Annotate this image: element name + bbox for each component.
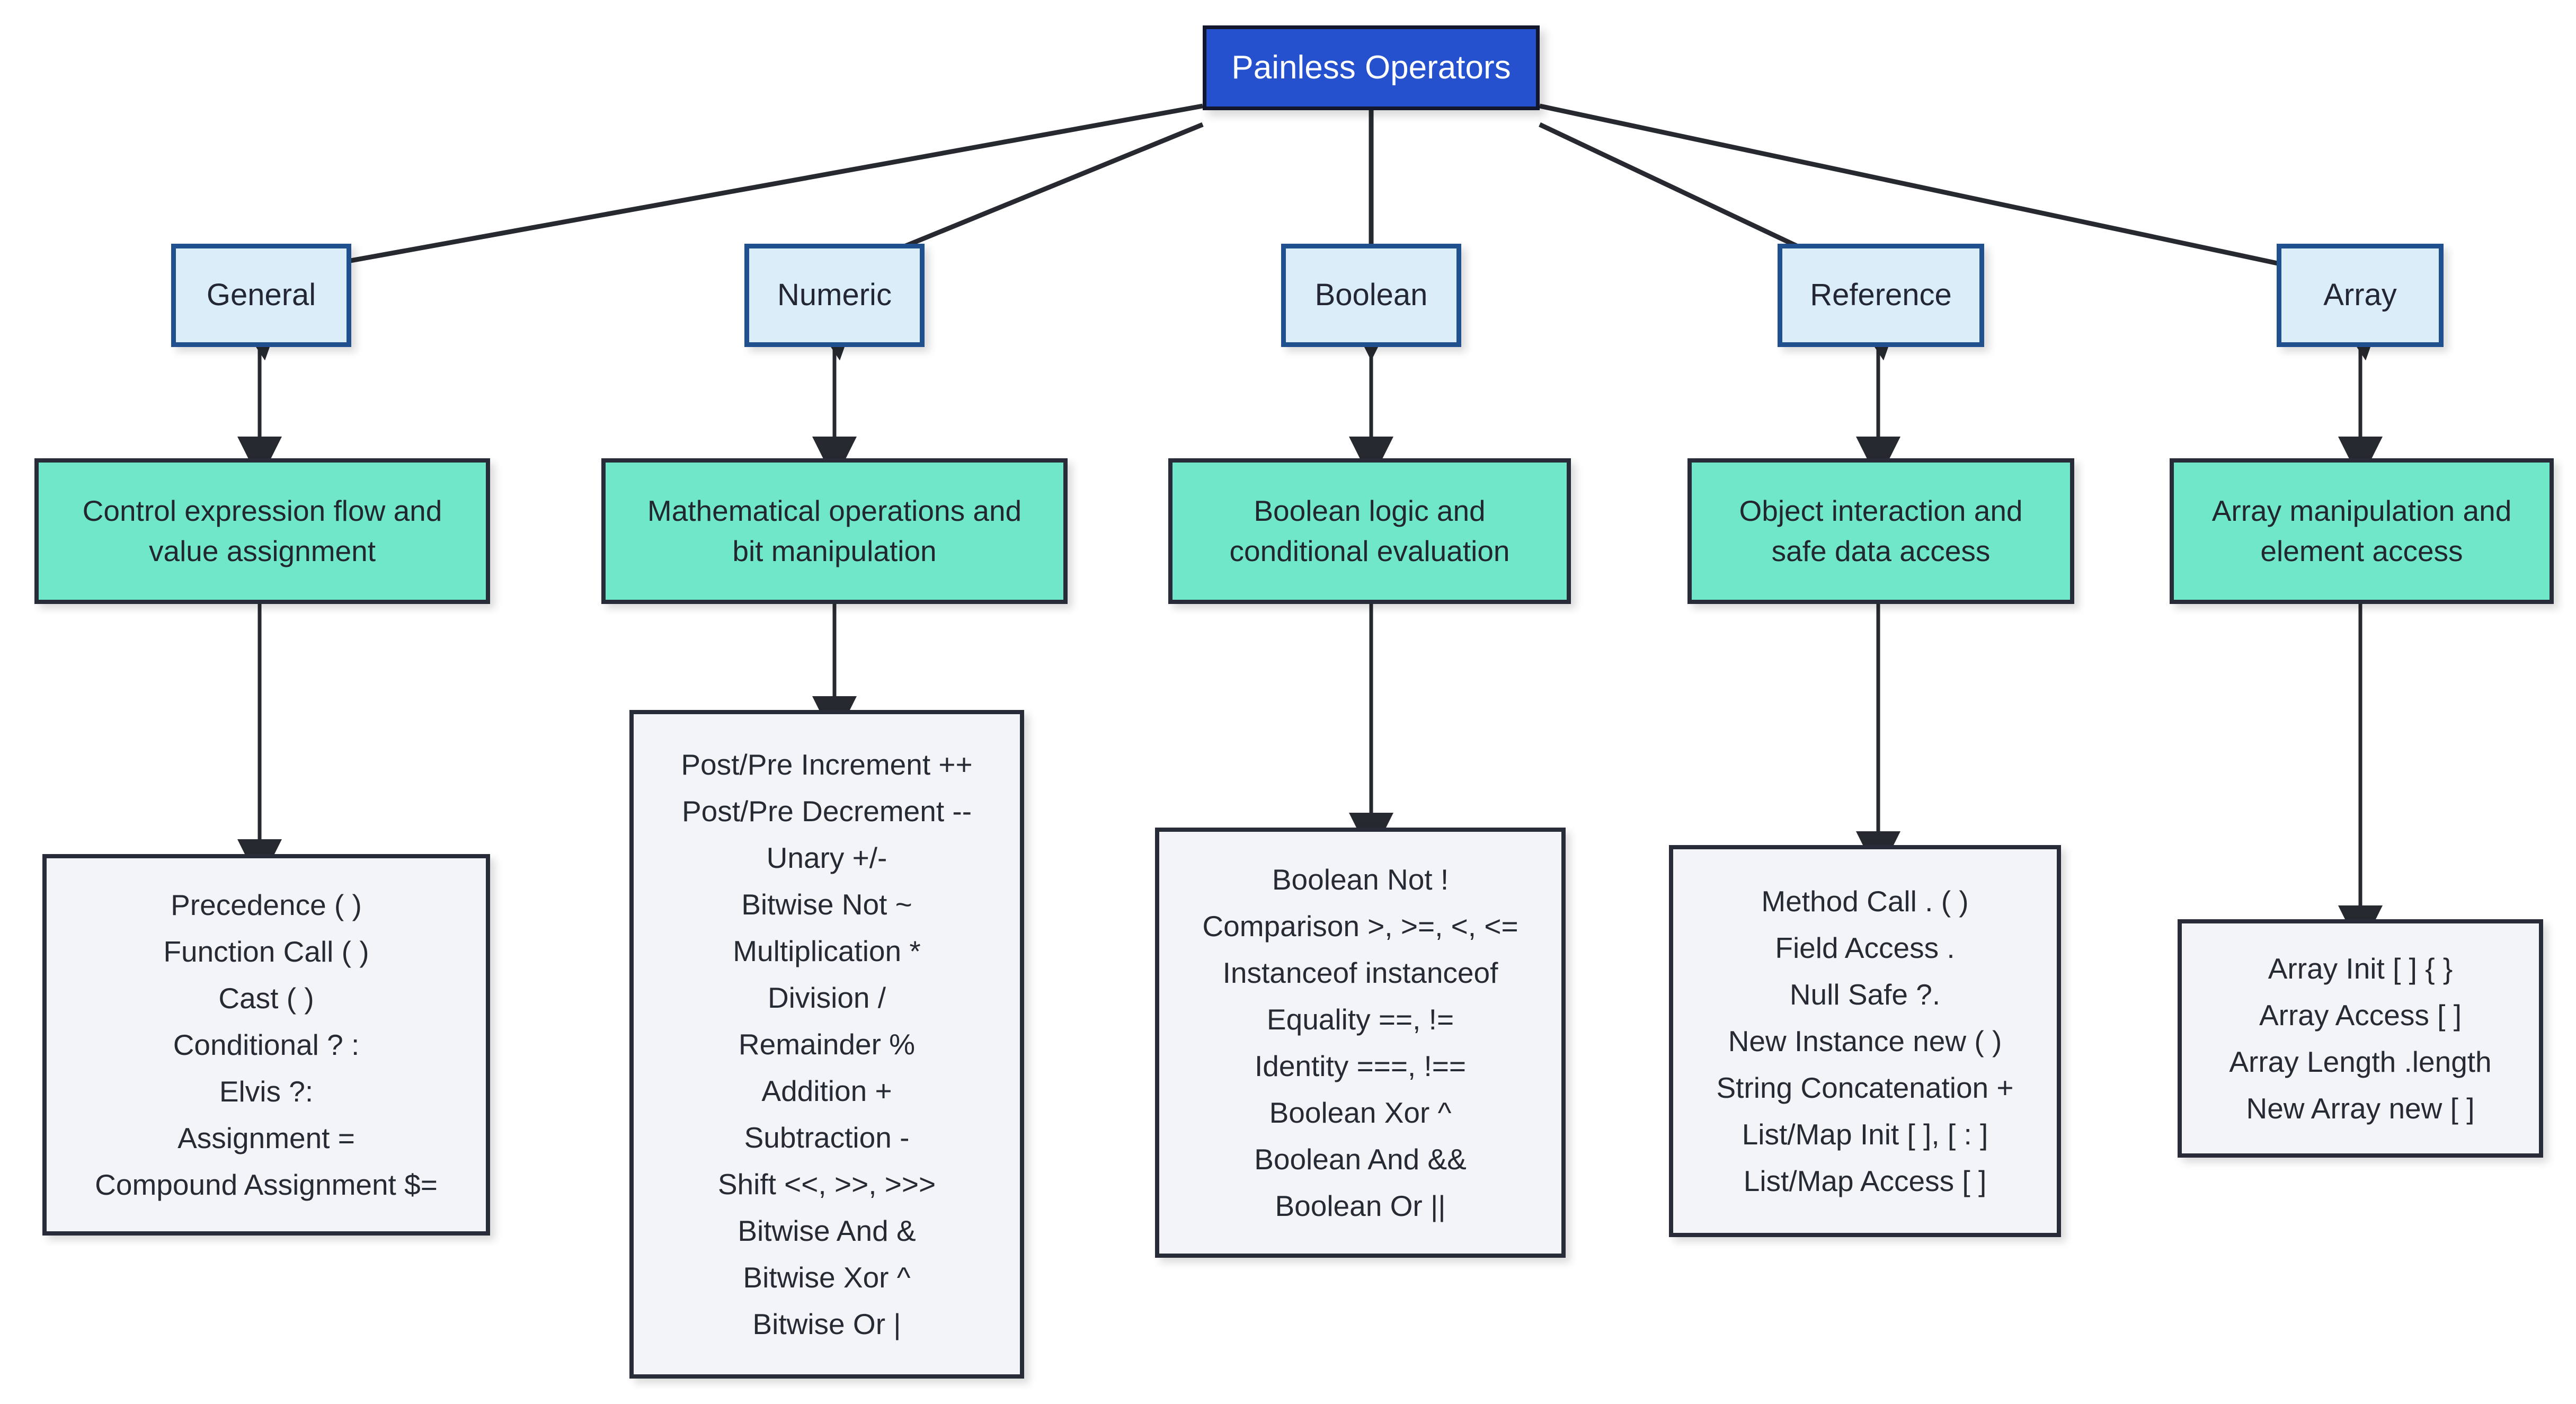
category-label-array: Array bbox=[2323, 278, 2397, 313]
operator-item: Boolean And && bbox=[1254, 1143, 1467, 1176]
operator-item: Assignment = bbox=[177, 1122, 355, 1154]
operator-item: String Concatenation + bbox=[1716, 1071, 2014, 1104]
node-operators-reference: Method Call . ( ) Field Access . Null Sa… bbox=[1669, 845, 2061, 1237]
operator-item: Elvis ?: bbox=[219, 1075, 314, 1108]
node-root[interactable]: Painless Operators bbox=[1203, 25, 1540, 110]
node-category-numeric[interactable]: Numeric bbox=[744, 244, 925, 347]
operator-item: Null Safe ?. bbox=[1789, 978, 1941, 1011]
node-description-boolean: Boolean logic and conditional evaluation bbox=[1168, 458, 1571, 604]
description-text-reference: Object interaction and safe data access bbox=[1706, 491, 2056, 572]
node-description-numeric: Mathematical operations and bit manipula… bbox=[601, 458, 1068, 604]
operator-item: Array Access [ ] bbox=[2259, 999, 2462, 1032]
operator-item: Precedence ( ) bbox=[171, 888, 362, 921]
node-description-array: Array manipulation and element access bbox=[2170, 458, 2554, 604]
operator-item: Compound Assignment $= bbox=[95, 1168, 438, 1201]
category-label-numeric: Numeric bbox=[777, 278, 892, 313]
description-line: Object interaction and bbox=[1739, 494, 2023, 527]
description-line: value assignment bbox=[148, 534, 376, 567]
node-category-reference[interactable]: Reference bbox=[1778, 244, 1984, 347]
operator-item: Post/Pre Increment ++ bbox=[681, 748, 973, 781]
operator-item: Bitwise Not ~ bbox=[741, 888, 912, 921]
operator-item: New Array new [ ] bbox=[2246, 1092, 2475, 1125]
operator-item: Field Access . bbox=[1775, 931, 1955, 964]
operator-item: Boolean Xor ^ bbox=[1269, 1096, 1452, 1129]
node-description-general: Control expression flow and value assign… bbox=[34, 458, 490, 604]
operator-item: Cast ( ) bbox=[218, 982, 314, 1015]
operator-item: Equality ==, != bbox=[1266, 1003, 1454, 1036]
operator-item: Shift <<, >>, >>> bbox=[717, 1168, 936, 1201]
operator-item: Comparison >, >=, <, <= bbox=[1202, 910, 1518, 943]
description-text-boolean: Boolean logic and conditional evaluation bbox=[1186, 491, 1553, 572]
operator-item: Bitwise And & bbox=[738, 1214, 916, 1247]
operator-item: List/Map Init [ ], [ : ] bbox=[1742, 1118, 1988, 1151]
operator-item: Identity ===, !== bbox=[1254, 1050, 1467, 1082]
operator-list-array: Array Init [ ] { } Array Access [ ] Arra… bbox=[2191, 945, 2529, 1132]
operator-item: Method Call . ( ) bbox=[1761, 885, 1969, 918]
operator-item: Instanceof instanceof bbox=[1222, 956, 1498, 989]
node-operators-boolean: Boolean Not ! Comparison >, >=, <, <= In… bbox=[1155, 828, 1566, 1258]
operator-item: Conditional ? : bbox=[173, 1028, 360, 1061]
operator-item: Bitwise Or | bbox=[752, 1308, 901, 1340]
description-text-array: Array manipulation and element access bbox=[2188, 491, 2536, 572]
operator-list-numeric: Post/Pre Increment ++ Post/Pre Decrement… bbox=[643, 741, 1010, 1347]
node-operators-array: Array Init [ ] { } Array Access [ ] Arra… bbox=[2178, 919, 2543, 1158]
node-root-label: Painless Operators bbox=[1231, 49, 1511, 86]
operator-item: Boolean Or || bbox=[1275, 1189, 1446, 1222]
operator-list-general: Precedence ( ) Function Call ( ) Cast ( … bbox=[56, 882, 476, 1208]
description-line: Array manipulation and bbox=[2211, 494, 2512, 527]
edge-root-general bbox=[229, 103, 1203, 361]
description-text-general: Control expression flow and value assign… bbox=[52, 491, 472, 572]
node-category-boolean[interactable]: Boolean bbox=[1281, 244, 1461, 347]
operator-item: Multiplication * bbox=[733, 935, 921, 967]
node-operators-general: Precedence ( ) Function Call ( ) Cast ( … bbox=[42, 854, 490, 1236]
node-operators-numeric: Post/Pre Increment ++ Post/Pre Decrement… bbox=[629, 710, 1024, 1379]
operator-item: Bitwise Xor ^ bbox=[743, 1261, 911, 1294]
operator-item: Post/Pre Decrement -- bbox=[681, 795, 972, 828]
category-label-reference: Reference bbox=[1810, 278, 1952, 313]
operator-item: New Instance new ( ) bbox=[1728, 1025, 2002, 1058]
operator-item: Array Init [ ] { } bbox=[2268, 952, 2453, 985]
operator-item: Unary +/- bbox=[766, 841, 887, 874]
operator-list-reference: Method Call . ( ) Field Access . Null Sa… bbox=[1683, 878, 2047, 1204]
description-line: bit manipulation bbox=[732, 534, 937, 567]
node-description-reference: Object interaction and safe data access bbox=[1687, 458, 2074, 604]
node-category-general[interactable]: General bbox=[171, 244, 351, 347]
category-label-boolean: Boolean bbox=[1314, 278, 1428, 313]
description-text-numeric: Mathematical operations and bit manipula… bbox=[619, 491, 1050, 572]
description-line: Control expression flow and bbox=[82, 494, 442, 527]
operator-item: Remainder % bbox=[738, 1028, 916, 1061]
description-line: safe data access bbox=[1771, 534, 1991, 567]
operator-item: Function Call ( ) bbox=[163, 935, 369, 968]
category-label-general: General bbox=[206, 278, 316, 313]
operator-list-boolean: Boolean Not ! Comparison >, >=, <, <= In… bbox=[1169, 856, 1552, 1229]
operator-item: Array Length .length bbox=[2229, 1045, 2492, 1078]
node-category-array[interactable]: Array bbox=[2277, 244, 2444, 347]
description-line: element access bbox=[2260, 534, 2463, 567]
operator-item: Addition + bbox=[761, 1074, 892, 1107]
description-line: Boolean logic and bbox=[1254, 494, 1486, 527]
description-line: conditional evaluation bbox=[1229, 534, 1510, 567]
operator-item: Subtraction - bbox=[744, 1121, 910, 1154]
operator-item: Division / bbox=[767, 981, 886, 1014]
operator-item: List/Map Access [ ] bbox=[1743, 1165, 1987, 1197]
description-line: Mathematical operations and bbox=[647, 494, 1022, 527]
operator-item: Boolean Not ! bbox=[1272, 863, 1449, 896]
